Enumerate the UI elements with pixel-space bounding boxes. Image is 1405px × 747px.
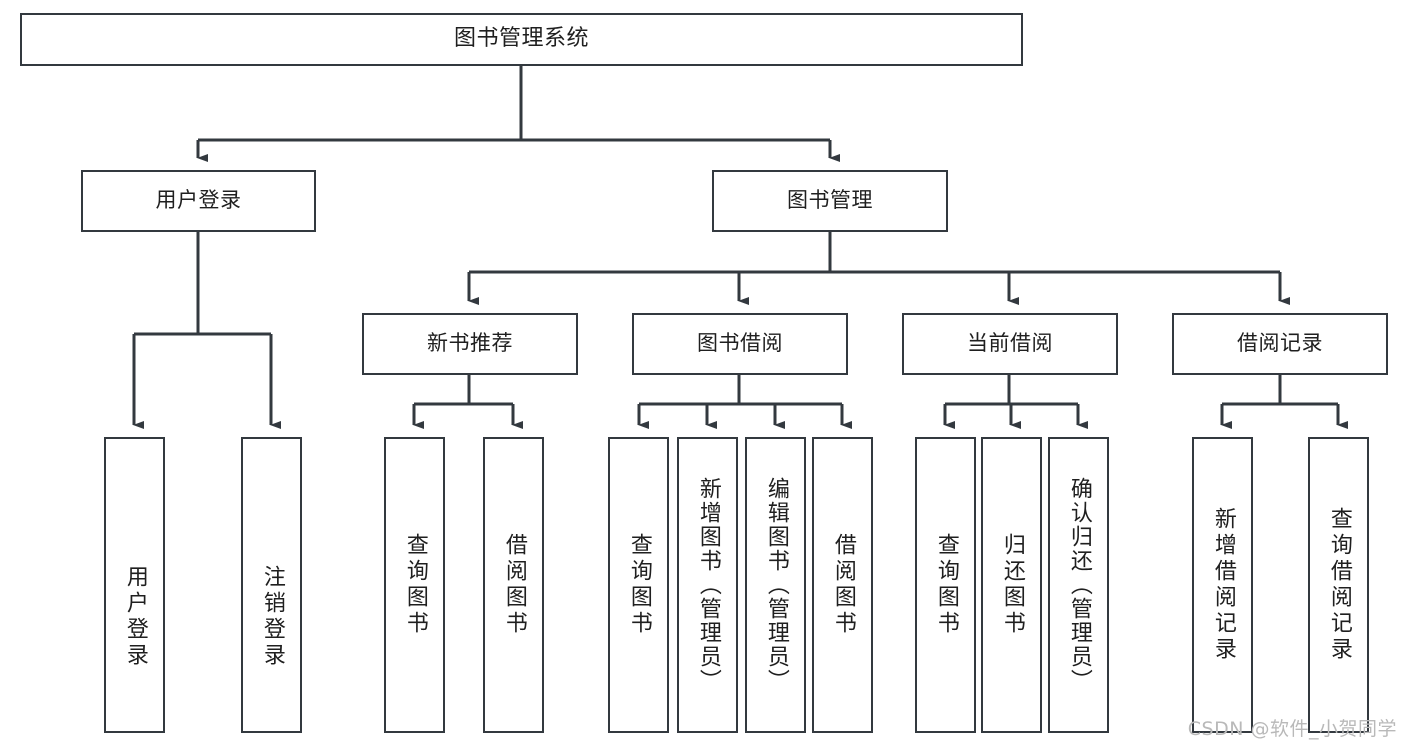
node-root-system[interactable]: 图书管理系统 xyxy=(20,13,1023,66)
node-user-login[interactable]: 用户登录 xyxy=(81,170,316,232)
leaf-borrow-borrow-book[interactable]: 借阅图书 xyxy=(812,437,873,733)
node-label: 查询图书 xyxy=(933,533,959,637)
node-label: 归还图书 xyxy=(999,533,1025,637)
leaf-user-login-signout[interactable]: 注销登录 xyxy=(241,437,302,733)
node-label: 注销登录 xyxy=(259,565,285,669)
leaf-record-add-record[interactable]: 新增借阅记录 xyxy=(1192,437,1253,733)
node-label: 查询图书 xyxy=(402,533,428,637)
node-new-book-recommend[interactable]: 新书推荐 xyxy=(362,313,578,375)
node-label: 查询图书 xyxy=(626,533,652,637)
node-label: 借阅图书 xyxy=(830,533,856,637)
node-book-management[interactable]: 图书管理 xyxy=(712,170,948,232)
leaf-new-book-query-book[interactable]: 查询图书 xyxy=(384,437,445,733)
node-label: 新增借阅记录 xyxy=(1210,507,1236,663)
leaf-current-confirm-return-admin[interactable]: 确认归还（管理员） xyxy=(1048,437,1109,733)
node-label: 确认归还（管理员） xyxy=(1066,477,1092,693)
node-label: 新增图书（管理员） xyxy=(695,477,721,693)
node-label: 图书借阅 xyxy=(697,331,783,356)
leaf-new-book-borrow-book[interactable]: 借阅图书 xyxy=(483,437,544,733)
node-borrow-record[interactable]: 借阅记录 xyxy=(1172,313,1388,375)
node-label: 编辑图书（管理员） xyxy=(763,477,789,693)
leaf-record-query-record[interactable]: 查询借阅记录 xyxy=(1308,437,1369,733)
node-current-borrow[interactable]: 当前借阅 xyxy=(902,313,1118,375)
leaf-borrow-edit-book-admin[interactable]: 编辑图书（管理员） xyxy=(745,437,806,733)
node-label: 查询借阅记录 xyxy=(1326,507,1352,663)
node-label: 图书管理系统 xyxy=(453,26,589,52)
leaf-borrow-query-book[interactable]: 查询图书 xyxy=(608,437,669,733)
leaf-current-return-book[interactable]: 归还图书 xyxy=(981,437,1042,733)
node-label: 当前借阅 xyxy=(967,331,1053,356)
watermark-text: CSDN @软件_小贺同学 xyxy=(1187,718,1397,740)
node-label: 图书管理 xyxy=(787,188,873,213)
node-label: 借阅记录 xyxy=(1237,331,1323,356)
node-label: 用户登录 xyxy=(155,188,242,213)
leaf-user-login-signin[interactable]: 用户登录 xyxy=(104,437,165,733)
node-label: 借阅图书 xyxy=(501,533,527,637)
node-label: 用户登录 xyxy=(122,565,148,669)
node-label: 新书推荐 xyxy=(427,331,513,356)
leaf-current-query-book[interactable]: 查询图书 xyxy=(915,437,976,733)
leaf-borrow-add-book-admin[interactable]: 新增图书（管理员） xyxy=(677,437,738,733)
node-book-borrow[interactable]: 图书借阅 xyxy=(632,313,848,375)
